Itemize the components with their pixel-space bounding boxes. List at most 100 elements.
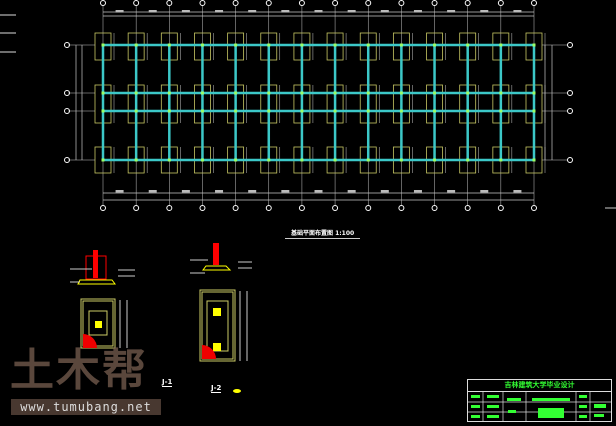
column: [200, 109, 204, 113]
axis-bubble: [398, 0, 405, 6]
watermark-url: www.tumubang.net: [11, 399, 161, 415]
dimension-text: [480, 190, 489, 193]
left-toolbar-lines: [0, 14, 16, 53]
dimension-text: [215, 190, 224, 193]
column: [366, 91, 370, 95]
column: [399, 91, 403, 95]
column: [101, 91, 105, 95]
dimension-text: [181, 10, 190, 13]
axis-bubble: [298, 0, 305, 6]
column: [300, 158, 304, 162]
axis-bubble: [232, 205, 239, 211]
column: [101, 43, 105, 47]
column: [532, 158, 536, 162]
column: [532, 43, 536, 47]
column: [167, 158, 171, 162]
column: [366, 43, 370, 47]
axis-bubble: [64, 42, 70, 48]
column: [267, 158, 271, 162]
column: [300, 109, 304, 113]
column: [499, 109, 503, 113]
axis-bubble: [398, 205, 405, 211]
dimension-text: [148, 10, 157, 13]
dimension-text: [115, 10, 124, 13]
axis-bubble: [332, 0, 339, 6]
column: [433, 91, 437, 95]
axis-bubble: [133, 0, 140, 6]
dimension-text: [347, 190, 356, 193]
column: [333, 43, 337, 47]
column: [134, 43, 138, 47]
axis-bubble: [64, 90, 70, 96]
axis-bubble: [166, 205, 173, 211]
dimension-text: [380, 190, 389, 193]
axis-bubble: [265, 0, 272, 6]
column: [433, 109, 437, 113]
column: [101, 109, 105, 113]
column: [532, 91, 536, 95]
axis-bubble: [531, 205, 537, 211]
detail-j2: [190, 243, 252, 393]
column: [366, 109, 370, 113]
axis-bubble: [567, 108, 573, 114]
plan-title: 基础平面布置图 1:100: [285, 228, 361, 239]
column: [134, 91, 138, 95]
column: [134, 158, 138, 162]
dimension-text: [447, 190, 456, 193]
column: [167, 43, 171, 47]
axis-bubble: [365, 0, 372, 6]
axis-bubble: [567, 42, 573, 48]
column: [499, 91, 503, 95]
axis-bubble: [332, 205, 339, 211]
title-block: 吉林建筑大学毕业设计: [467, 379, 612, 422]
watermark-brand: 土木帮: [10, 345, 148, 396]
column: [167, 109, 171, 113]
column: [333, 158, 337, 162]
dimension-text: [181, 190, 190, 193]
axis-bubble: [464, 205, 471, 211]
axis-bubble: [567, 157, 573, 163]
column: [466, 109, 470, 113]
column: [200, 91, 204, 95]
dimension-text: [148, 190, 157, 193]
axis-bubble: [464, 0, 471, 6]
title-block-grid: [468, 392, 611, 422]
dimension-text: [281, 10, 290, 13]
column: [200, 158, 204, 162]
dimension-text: [215, 10, 224, 13]
dimension-text: [480, 10, 489, 13]
column: [466, 91, 470, 95]
dimension-text: [115, 190, 124, 193]
axis-bubble: [133, 205, 140, 211]
column: [234, 43, 238, 47]
axis-bubble: [232, 0, 239, 6]
dimension-text: [248, 190, 257, 193]
axis-bubble: [497, 205, 504, 211]
column: [433, 43, 437, 47]
column: [101, 158, 105, 162]
dimension-text: [347, 10, 356, 13]
axis-bubble: [365, 205, 372, 211]
column: [333, 91, 337, 95]
column: [167, 91, 171, 95]
dimension-text: [314, 190, 323, 193]
axis-bubble: [265, 205, 272, 211]
column: [234, 109, 238, 113]
title-block-title: 吉林建筑大学毕业设计: [468, 380, 611, 392]
column: [134, 109, 138, 113]
axis-bubble: [497, 0, 504, 6]
dimension-text: [281, 190, 290, 193]
column: [333, 109, 337, 113]
column: [267, 109, 271, 113]
axis-bubble: [531, 0, 537, 6]
column: [234, 158, 238, 162]
column: [300, 43, 304, 47]
dimension-text: [413, 10, 422, 13]
column: [366, 158, 370, 162]
axis-bubble: [199, 205, 206, 211]
axis-bubble: [166, 0, 173, 6]
column: [532, 109, 536, 113]
foundation-plan: [64, 0, 573, 211]
column: [399, 158, 403, 162]
